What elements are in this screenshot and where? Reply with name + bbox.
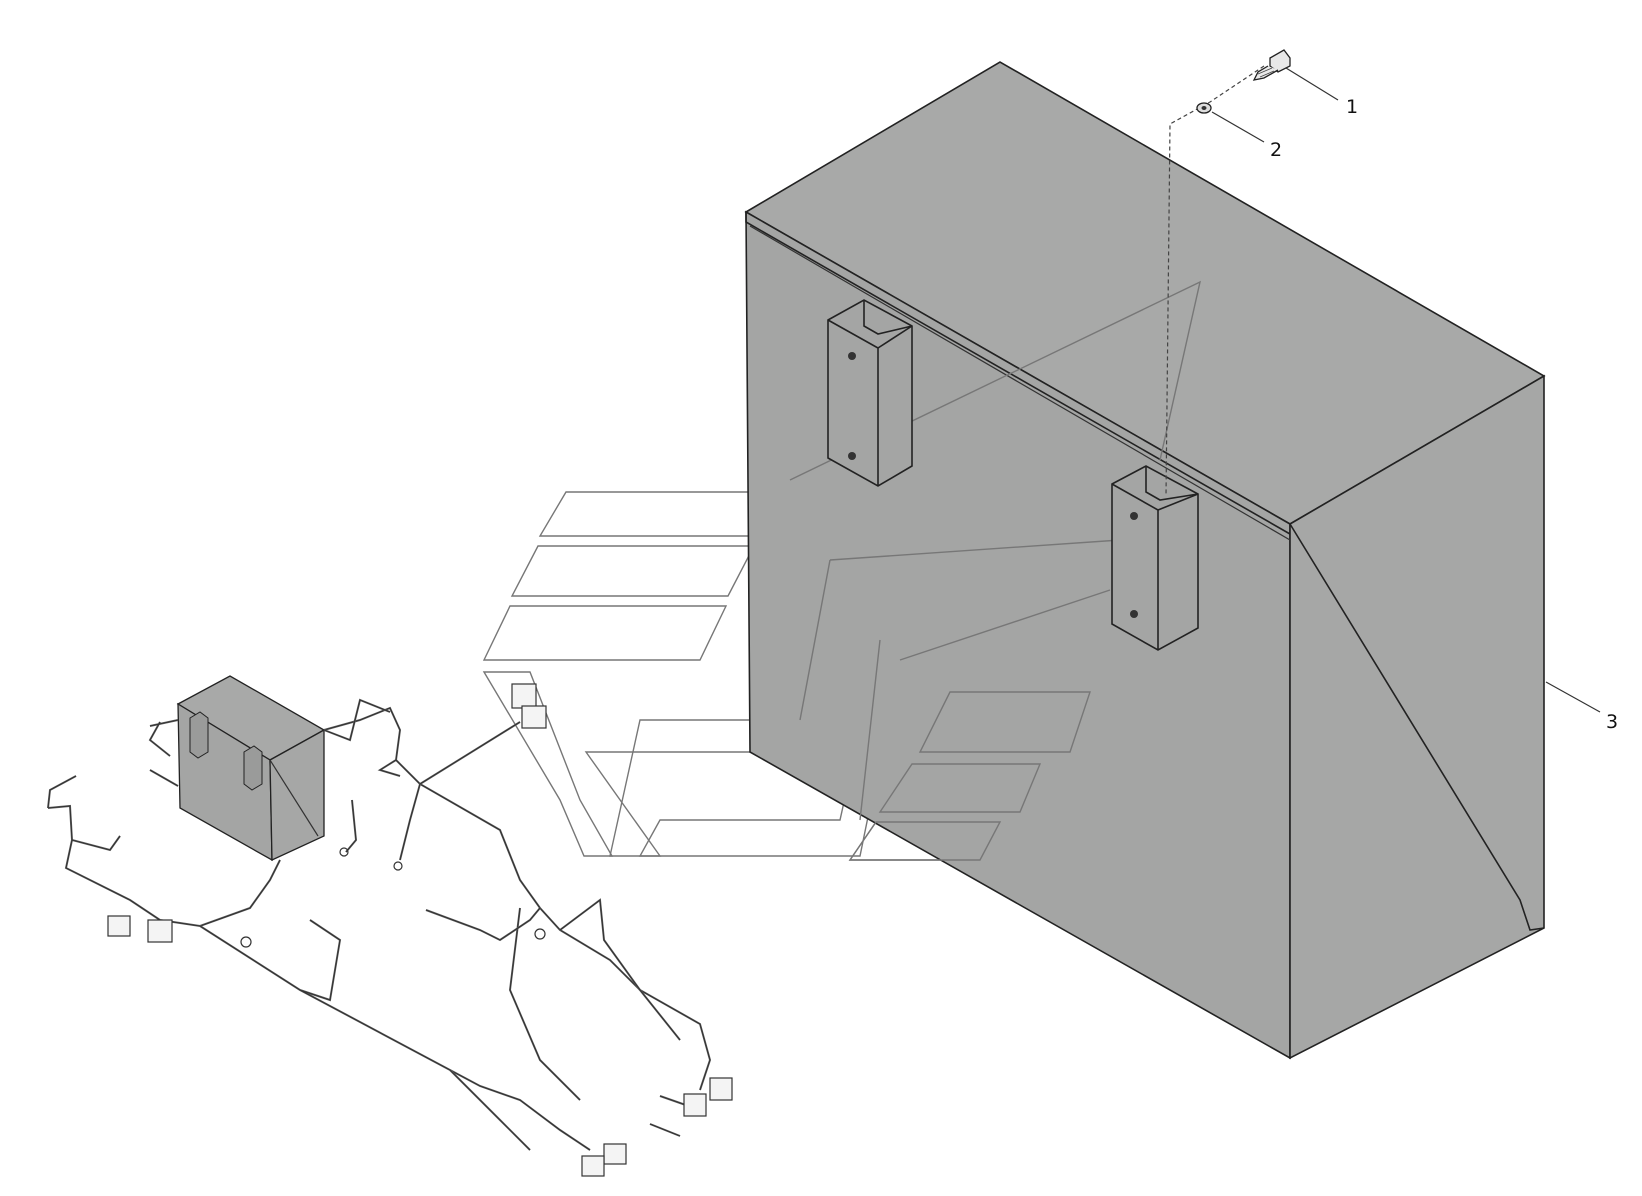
mounting-bracket-right [1111,465,1199,651]
washer-icon [1196,102,1212,114]
lamp-icon [581,1143,627,1177]
callout-leaders [1211,67,1601,713]
callout-labels: 1 2 3 [1270,96,1618,733]
lamp-icon [683,1077,733,1117]
callout-1: 1 [1346,96,1358,118]
overview-vehicle-harness [47,675,733,1177]
mounting-bracket-left [827,299,913,487]
lamp-icon [511,683,547,729]
callout-3: 3 [1606,711,1618,733]
callout-2: 2 [1270,139,1282,161]
bolt-assembly [1165,49,1291,497]
bolt-icon [1252,49,1291,81]
lamp-icon [107,915,173,943]
